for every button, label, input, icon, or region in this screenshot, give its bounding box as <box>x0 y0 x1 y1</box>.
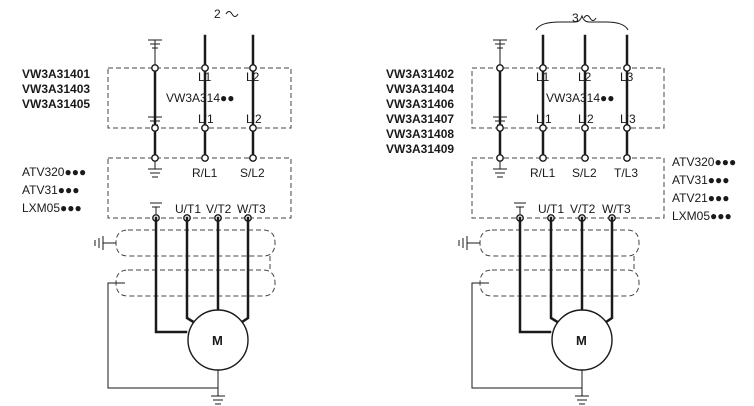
right-filter-out-label: L'2 <box>578 112 594 126</box>
left-terminal <box>201 124 209 132</box>
right-terminal <box>539 124 547 132</box>
left-cable-shield <box>115 229 276 257</box>
right-motor-wire <box>549 216 566 328</box>
right-filter-ref: VW3A31404 <box>386 82 454 96</box>
right-terminal <box>581 154 589 162</box>
right-filter-ref: VW3A31409 <box>386 142 454 156</box>
left-drive-box <box>107 157 292 219</box>
left-filter-in-label: L1 <box>198 70 212 84</box>
left-drive-in-label: S/L2 <box>240 166 265 180</box>
right-filter-ref: VW3A31406 <box>386 97 454 111</box>
right-filter-box <box>471 67 665 129</box>
left-ac-symbol <box>225 11 239 17</box>
right-filter-out-label: L'1 <box>536 112 552 126</box>
right-terminal <box>623 124 631 132</box>
right-cable-shield <box>479 269 640 297</box>
left-terminal <box>249 154 257 162</box>
right-drive-label: LXM05●●● <box>672 209 732 223</box>
left-drive-label: ATV31●●● <box>22 183 80 197</box>
left-terminal <box>151 154 159 162</box>
left-cable-shield <box>115 269 276 297</box>
left-filter-ref: VW3A31403 <box>22 82 90 96</box>
right-terminal <box>581 124 589 132</box>
left-filter-ref: VW3A31401 <box>22 67 90 81</box>
right-phase-brace <box>535 14 629 31</box>
right-drive-box <box>471 157 665 219</box>
right-drive-in-label: S/L2 <box>572 166 597 180</box>
right-filter-name: VW3A314●● <box>546 91 615 105</box>
right-terminal <box>581 64 589 72</box>
left-diagram: 2 VW3A31401 VW3A31403 VW3A31405 ATV320●●… <box>22 7 292 405</box>
right-ground-icon <box>493 39 507 68</box>
left-filter-box <box>107 67 292 129</box>
right-filter-in-label: L2 <box>578 70 592 84</box>
left-output-ground-icon <box>150 202 162 214</box>
right-filter-in-label: L3 <box>620 70 634 84</box>
left-output-label: V/T2 <box>206 202 232 216</box>
left-drive-label: ATV320●●● <box>22 165 86 179</box>
right-phase-count: 3 <box>572 11 579 25</box>
right-drive-label: ATV31●●● <box>672 173 730 187</box>
left-filter-name: VW3A314●● <box>166 91 235 105</box>
left-drive-in-label: R/L1 <box>192 166 218 180</box>
right-motor-ground-wire <box>471 282 583 389</box>
right-terminal <box>623 154 631 162</box>
left-terminal <box>249 64 257 72</box>
right-drive-label: ATV21●●● <box>672 191 730 205</box>
left-terminal <box>201 154 209 162</box>
left-motor-ground-wire <box>107 282 219 389</box>
right-cable-shield <box>479 229 640 257</box>
right-output-ground-icon <box>514 202 526 214</box>
left-filter-ref: VW3A31405 <box>22 97 90 111</box>
left-shield-ground-icon <box>94 236 116 250</box>
left-filter-out-label: L'2 <box>246 112 262 126</box>
left-motor-wire <box>185 216 202 328</box>
left-terminal <box>151 64 159 72</box>
right-filter-ref: VW3A31402 <box>386 67 454 81</box>
left-ground-icon <box>148 39 162 68</box>
left-terminal <box>201 64 209 72</box>
right-shield-ground-icon <box>458 236 480 250</box>
right-filter-ref: VW3A31407 <box>386 112 454 126</box>
right-ac-symbol <box>583 15 597 21</box>
left-filter-in-label: L2 <box>246 70 260 84</box>
left-output-label: U/T1 <box>175 202 201 216</box>
right-motor-wire <box>598 216 614 328</box>
left-motor-wire <box>154 216 188 334</box>
left-output-label: W/T3 <box>237 202 266 216</box>
right-output-label: U/T1 <box>538 202 564 216</box>
left-motor-label: M <box>212 333 223 348</box>
left-motor-ground-icon <box>211 388 225 405</box>
right-drive-label: ATV320●●● <box>672 155 736 169</box>
right-terminal <box>496 64 504 72</box>
left-phase-count: 2 <box>214 7 221 21</box>
left-terminal <box>249 124 257 132</box>
left-filter-out-label: L'1 <box>198 112 214 126</box>
right-diagram: 3 VW3A31402 VW3A31404 VW3A31406 VW3A3140… <box>386 11 736 405</box>
left-terminal <box>151 124 159 132</box>
right-terminal <box>539 154 547 162</box>
right-terminal <box>539 64 547 72</box>
left-motor-wire <box>234 216 250 328</box>
right-motor-ground-icon <box>575 388 589 405</box>
right-filter-out-label: L'3 <box>620 112 636 126</box>
right-filter-in-label: L1 <box>536 70 550 84</box>
right-terminal <box>496 124 504 132</box>
right-motor-wire <box>518 216 552 334</box>
right-terminal <box>623 64 631 72</box>
right-motor-label: M <box>576 333 587 348</box>
left-drive-label: LXM05●●● <box>22 201 82 215</box>
right-drive-in-label: T/L3 <box>614 166 638 180</box>
right-terminal <box>496 154 504 162</box>
right-filter-ref: VW3A31408 <box>386 127 454 141</box>
right-output-label: W/T3 <box>602 202 631 216</box>
right-output-label: V/T2 <box>570 202 596 216</box>
right-drive-in-label: R/L1 <box>530 166 556 180</box>
